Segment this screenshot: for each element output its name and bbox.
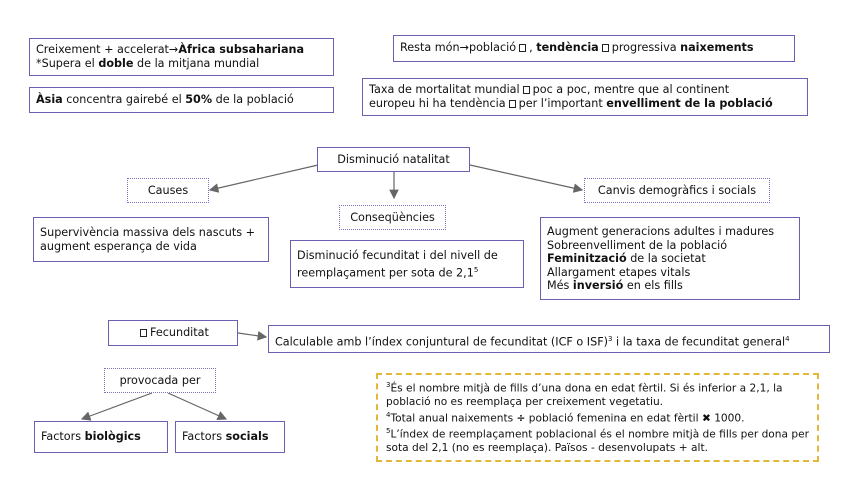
asia-bold: Àsia xyxy=(36,93,63,106)
causes-label: Causes xyxy=(147,184,189,197)
double-text-post: de la mitjana mundial xyxy=(133,57,260,70)
square-icon xyxy=(522,86,530,94)
square-icon xyxy=(601,44,609,52)
mortality-line2a: europeu hi ha tendència xyxy=(369,97,506,110)
rest-world-text: Resta món→població xyxy=(400,41,517,54)
mortality-box: Taxa de mortalitat mundial poc a poc, men… xyxy=(362,78,808,116)
square-icon xyxy=(140,329,148,337)
africa-growth-box: Creixement + accelerat→Àfrica subsaharia… xyxy=(29,38,334,76)
fertility-label: Fecunditat xyxy=(150,326,209,339)
changes-item: Sobreenvelliment de la població xyxy=(547,238,728,252)
causes-detail-box: Supervivència massiva dels nascuts + aug… xyxy=(33,217,269,262)
changes-item: Més inversió en els fills xyxy=(547,279,683,292)
square-icon xyxy=(508,100,516,108)
changes-item: Allargament etapes vitals xyxy=(547,265,691,279)
double-bold: doble xyxy=(98,57,134,70)
factors-soc-bold: socials xyxy=(225,430,269,443)
fertility-calc-box: Calculable amb l’índex conjuntural de fe… xyxy=(268,325,830,353)
changes-detail-box: Augment generacions adultes i madures So… xyxy=(540,217,800,300)
fertility-calc-text-post: i la taxa de fecunditat general xyxy=(612,335,786,349)
rest-world-comma: , xyxy=(529,41,537,54)
center-node-label: Disminució natalitat xyxy=(337,153,450,166)
footnote-ref-5: 5 xyxy=(473,266,479,274)
consequences-detail-box: Disminució fecunditat i del nivell de re… xyxy=(290,240,524,288)
arrow-to-canvis xyxy=(469,164,584,193)
causes-detail: Supervivència massiva dels nascuts + aug… xyxy=(40,226,255,253)
social-factors-box: Factors socials xyxy=(175,421,285,453)
rest-world-box: Resta món→població, tendència progressiva… xyxy=(393,35,795,62)
mortality-line1b: poc a poc, mentre que al continent xyxy=(532,83,730,96)
factors-bio-pre: Factors xyxy=(41,430,85,443)
footnote-ref-4: 4 xyxy=(785,335,790,343)
mortality-line2b: per l’important xyxy=(518,97,607,110)
asia-percent: 50% xyxy=(185,93,213,106)
footnote-3: 3És el nombre mitjà de fills d’una dona … xyxy=(386,381,783,408)
changes-label: Canvis demogràfics i socials xyxy=(597,184,757,197)
consequences-label: Conseqüències xyxy=(350,211,435,224)
aging-bold: envelliment de la població xyxy=(606,97,773,110)
caused-by-label: provocada per xyxy=(119,374,201,387)
progressive-text: progressiva xyxy=(611,41,677,54)
footnote-ref-3: 3 xyxy=(608,335,613,343)
divide-icon: ÷ xyxy=(516,412,526,425)
fertility-calc-text: Calculable amb l’índex conjuntural de fe… xyxy=(275,335,608,349)
asia-box: Àsia concentra gairebé el 50% de la pobl… xyxy=(29,87,334,113)
caused-by-box: provocada per xyxy=(104,368,216,393)
double-text-pre: *Supera el xyxy=(36,57,99,70)
asia-mid: concentra gairebé el xyxy=(62,93,186,106)
factors-soc-pre: Factors xyxy=(182,430,226,443)
births-bold: naixements xyxy=(680,41,754,54)
africa-bold: Àfrica subsahariana xyxy=(178,43,305,56)
biological-factors-box: Factors biològics xyxy=(34,421,168,453)
arrow-to-bio xyxy=(80,392,153,421)
changes-item: Feminització de la societat xyxy=(547,252,706,265)
footnote-4: 4Total anual naixements ÷ població femen… xyxy=(386,410,745,425)
birth-rate-decline-node: Disminució natalitat xyxy=(317,147,470,172)
factors-bio-bold: biològics xyxy=(84,430,141,443)
asia-post: de la població xyxy=(212,93,294,106)
africa-text: Creixement + accelerat→ xyxy=(36,43,179,56)
changes-item: Augment generacions adultes i madures xyxy=(547,225,775,238)
arrow-to-causes xyxy=(208,164,319,193)
changes-label-box: Canvis demogràfics i socials xyxy=(584,178,770,203)
consequences-label-box: Conseqüències xyxy=(339,205,446,230)
footnote-5: 5L’índex de reemplaçament poblacional és… xyxy=(386,427,809,454)
square-icon xyxy=(519,44,527,52)
consequences-detail: Disminució fecunditat i del nivell de re… xyxy=(297,249,498,280)
causes-label-box: Causes xyxy=(127,178,209,203)
fertility-node: Fecunditat xyxy=(108,320,238,346)
arrow-to-soc xyxy=(167,392,228,420)
multiply-icon: ✖ xyxy=(701,412,711,425)
tendency-bold: tendència xyxy=(536,41,599,54)
footnotes-box: 3És el nombre mitjà de fills d’una dona … xyxy=(376,373,819,462)
mortality-line1a: Taxa de mortalitat mundial xyxy=(369,83,520,96)
arrow-fecunditat-calc xyxy=(237,331,268,341)
